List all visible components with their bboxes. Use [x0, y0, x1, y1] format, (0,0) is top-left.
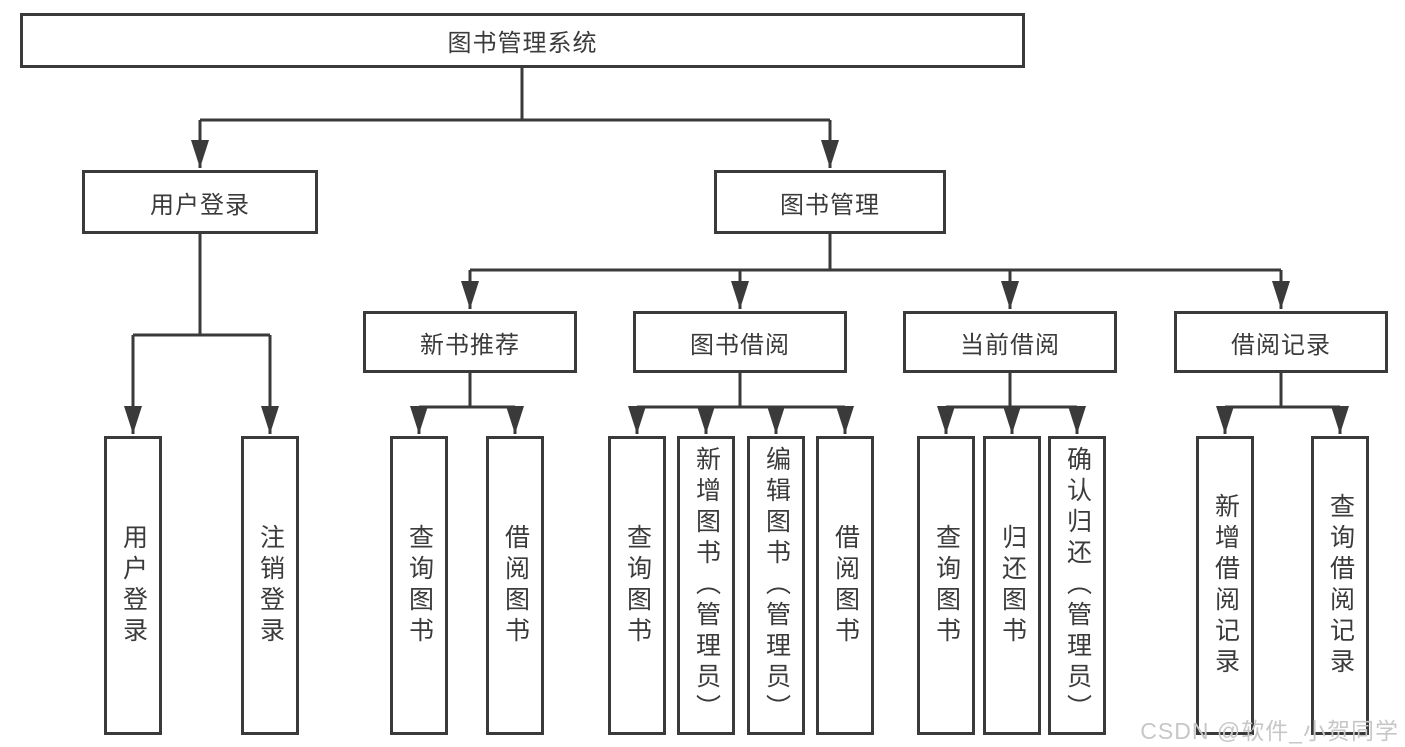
leaf-user-login: 用户登录 — [104, 436, 162, 735]
leaf-label: 新增图书（管理员） — [692, 446, 721, 725]
leaf-label: 用户登录 — [119, 523, 148, 648]
leaf-label: 查询图书 — [932, 523, 961, 648]
node-label: 当前借阅 — [960, 331, 1060, 359]
leaf-label: 新增借阅记录 — [1211, 492, 1240, 679]
node-label: 图书管理系统 — [447, 30, 598, 57]
node-current-borrow: 当前借阅 — [903, 311, 1117, 373]
node-label: 用户登录 — [150, 191, 250, 219]
leaf-add-borrow-record: 新增借阅记录 — [1196, 436, 1254, 735]
leaf-logout: 注销登录 — [241, 436, 299, 735]
leaf-query-books-current: 查询图书 — [917, 436, 975, 735]
watermark: CSDN @软件_小贺同学 — [1140, 718, 1399, 744]
node-label: 图书借阅 — [690, 331, 790, 359]
leaf-label: 编辑图书（管理员） — [762, 446, 791, 725]
leaf-label: 归还图书 — [998, 523, 1027, 648]
leaf-label: 确认归还（管理员） — [1063, 446, 1092, 725]
leaf-confirm-return-admin: 确认归还（管理员） — [1048, 436, 1106, 735]
leaf-query-books-borrow: 查询图书 — [608, 436, 666, 735]
leaf-add-book-admin: 新增图书（管理员） — [677, 436, 735, 735]
leaf-return-book: 归还图书 — [983, 436, 1041, 735]
node-book-management: 图书管理 — [714, 170, 946, 234]
node-borrow-records: 借阅记录 — [1174, 311, 1388, 373]
node-label: 新书推荐 — [420, 331, 520, 359]
leaf-label: 查询图书 — [623, 523, 652, 648]
leaf-label: 借阅图书 — [501, 523, 530, 648]
leaf-borrow-books-recommend: 借阅图书 — [486, 436, 544, 735]
node-user-login: 用户登录 — [82, 170, 318, 234]
leaf-query-borrow-record: 查询借阅记录 — [1311, 436, 1369, 735]
leaf-label: 查询图书 — [405, 523, 434, 648]
leaf-borrow-books: 借阅图书 — [816, 436, 874, 735]
node-label: 借阅记录 — [1231, 331, 1331, 359]
leaf-label: 注销登录 — [256, 523, 285, 648]
leaf-label: 查询借阅记录 — [1326, 492, 1355, 679]
node-book-borrow: 图书借阅 — [633, 311, 847, 373]
node-label: 图书管理 — [780, 191, 880, 219]
leaf-label: 借阅图书 — [831, 523, 860, 648]
node-library-management-system: 图书管理系统 — [20, 13, 1025, 68]
leaf-query-books-recommend: 查询图书 — [390, 436, 448, 735]
leaf-edit-book-admin: 编辑图书（管理员） — [747, 436, 805, 735]
node-new-book-recommend: 新书推荐 — [363, 311, 577, 373]
